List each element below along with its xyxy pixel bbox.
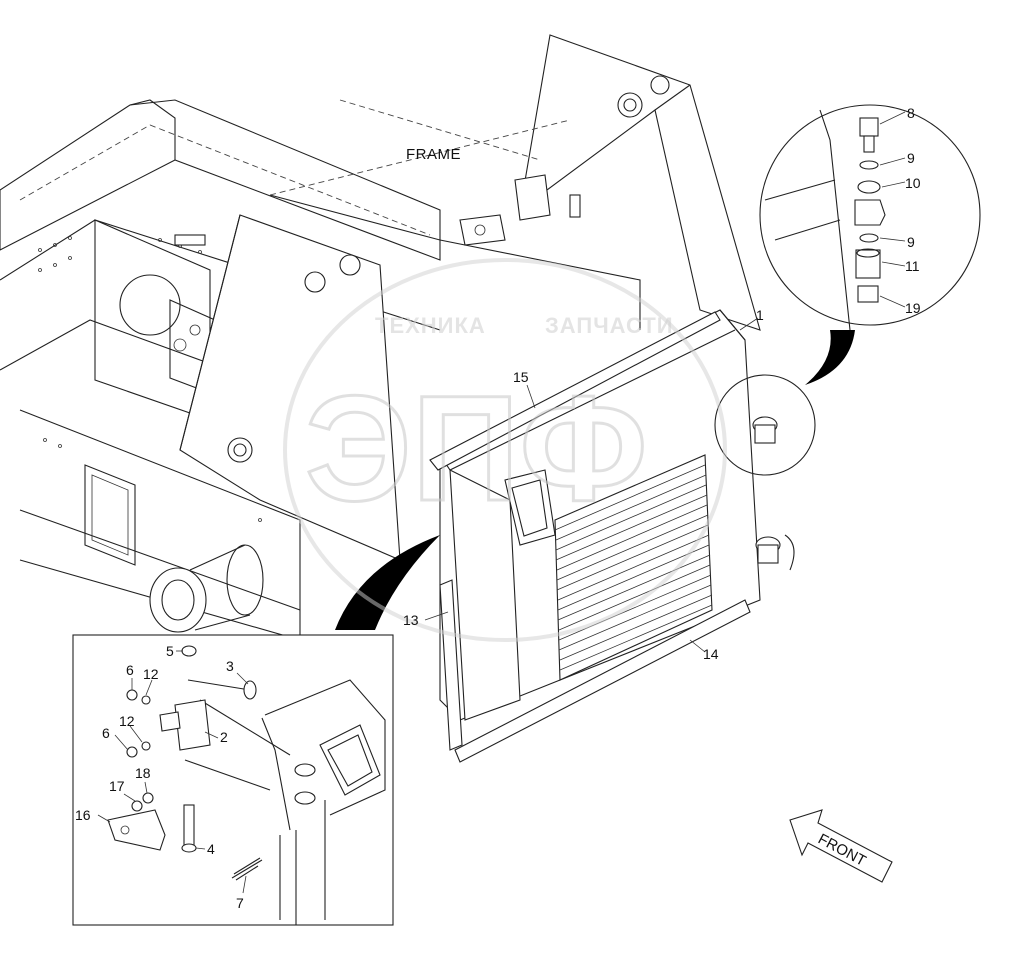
part-label-18: 18	[135, 765, 151, 781]
frame-structure	[0, 34, 761, 641]
part-label-13: 13	[403, 612, 419, 628]
part-label-9a: 9	[907, 150, 915, 166]
part-numbers: 1 2 3 4 5 6 6 7 8 9 9 10 11 12 12 13 14 …	[75, 105, 921, 911]
hinge-detail-magnified	[759, 104, 981, 385]
part-label-10: 10	[905, 175, 921, 191]
part-label-2: 2	[220, 729, 228, 745]
watermark: ТЕХНИКА ЗАПЧАСТИ ЭПФ	[283, 258, 727, 642]
part-label-3: 3	[226, 658, 234, 674]
front-direction-arrow: FRONT	[789, 809, 893, 883]
part-label-14: 14	[703, 646, 719, 662]
part-label-6a: 6	[126, 662, 134, 678]
part-label-6b: 6	[102, 725, 110, 741]
part-label-4: 4	[207, 841, 215, 857]
part-label-1: 1	[756, 307, 764, 323]
watermark-logo: ЭПФ	[305, 364, 648, 532]
latch-detail-inset	[72, 535, 440, 926]
detail-callout-circle	[714, 374, 816, 476]
hinge-lower	[755, 534, 795, 571]
hinge-upper	[752, 416, 778, 444]
part-label-12b: 12	[119, 713, 135, 729]
watermark-line1: ТЕХНИКА	[375, 313, 486, 338]
part-label-11: 11	[905, 258, 920, 274]
part-label-16: 16	[75, 807, 91, 823]
part-label-8: 8	[907, 105, 915, 121]
leader-lines	[97, 111, 906, 894]
frame-label: FRAME	[406, 146, 461, 163]
watermark-line2: ЗАПЧАСТИ	[545, 313, 674, 338]
part-label-12a: 12	[143, 666, 159, 682]
part-label-19: 19	[905, 300, 921, 316]
part-label-9b: 9	[907, 234, 915, 250]
part-label-7: 7	[236, 895, 244, 911]
part-label-15: 15	[513, 369, 529, 385]
radiator-screen-assembly	[429, 309, 816, 763]
part-label-17: 17	[109, 778, 125, 794]
part-label-5: 5	[166, 643, 174, 659]
